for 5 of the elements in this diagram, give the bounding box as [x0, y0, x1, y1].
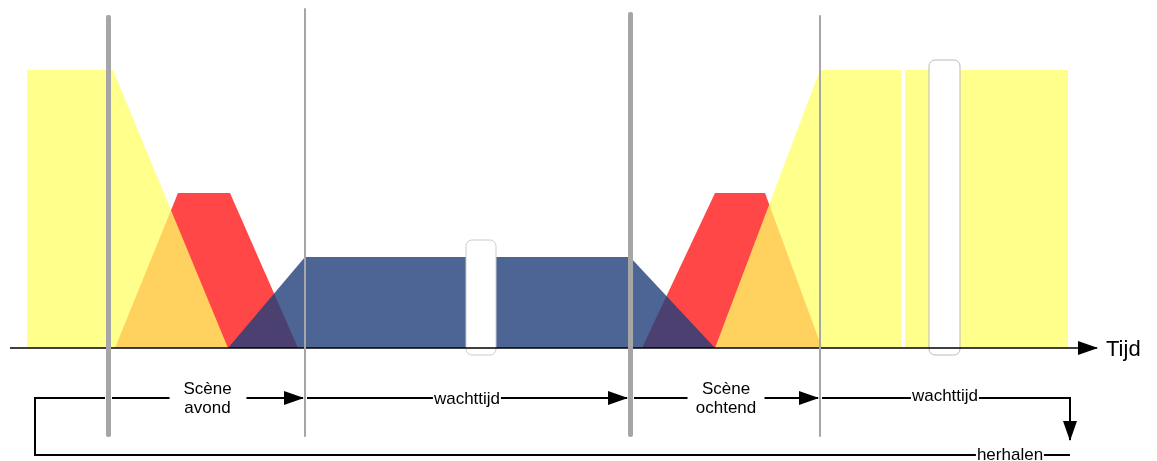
axis-label: Tijd: [1106, 336, 1141, 362]
time-marker-line: [304, 8, 306, 437]
time-marker-line: [106, 15, 111, 437]
time-marker-line: [819, 15, 821, 437]
time-marker-line: [628, 12, 633, 437]
